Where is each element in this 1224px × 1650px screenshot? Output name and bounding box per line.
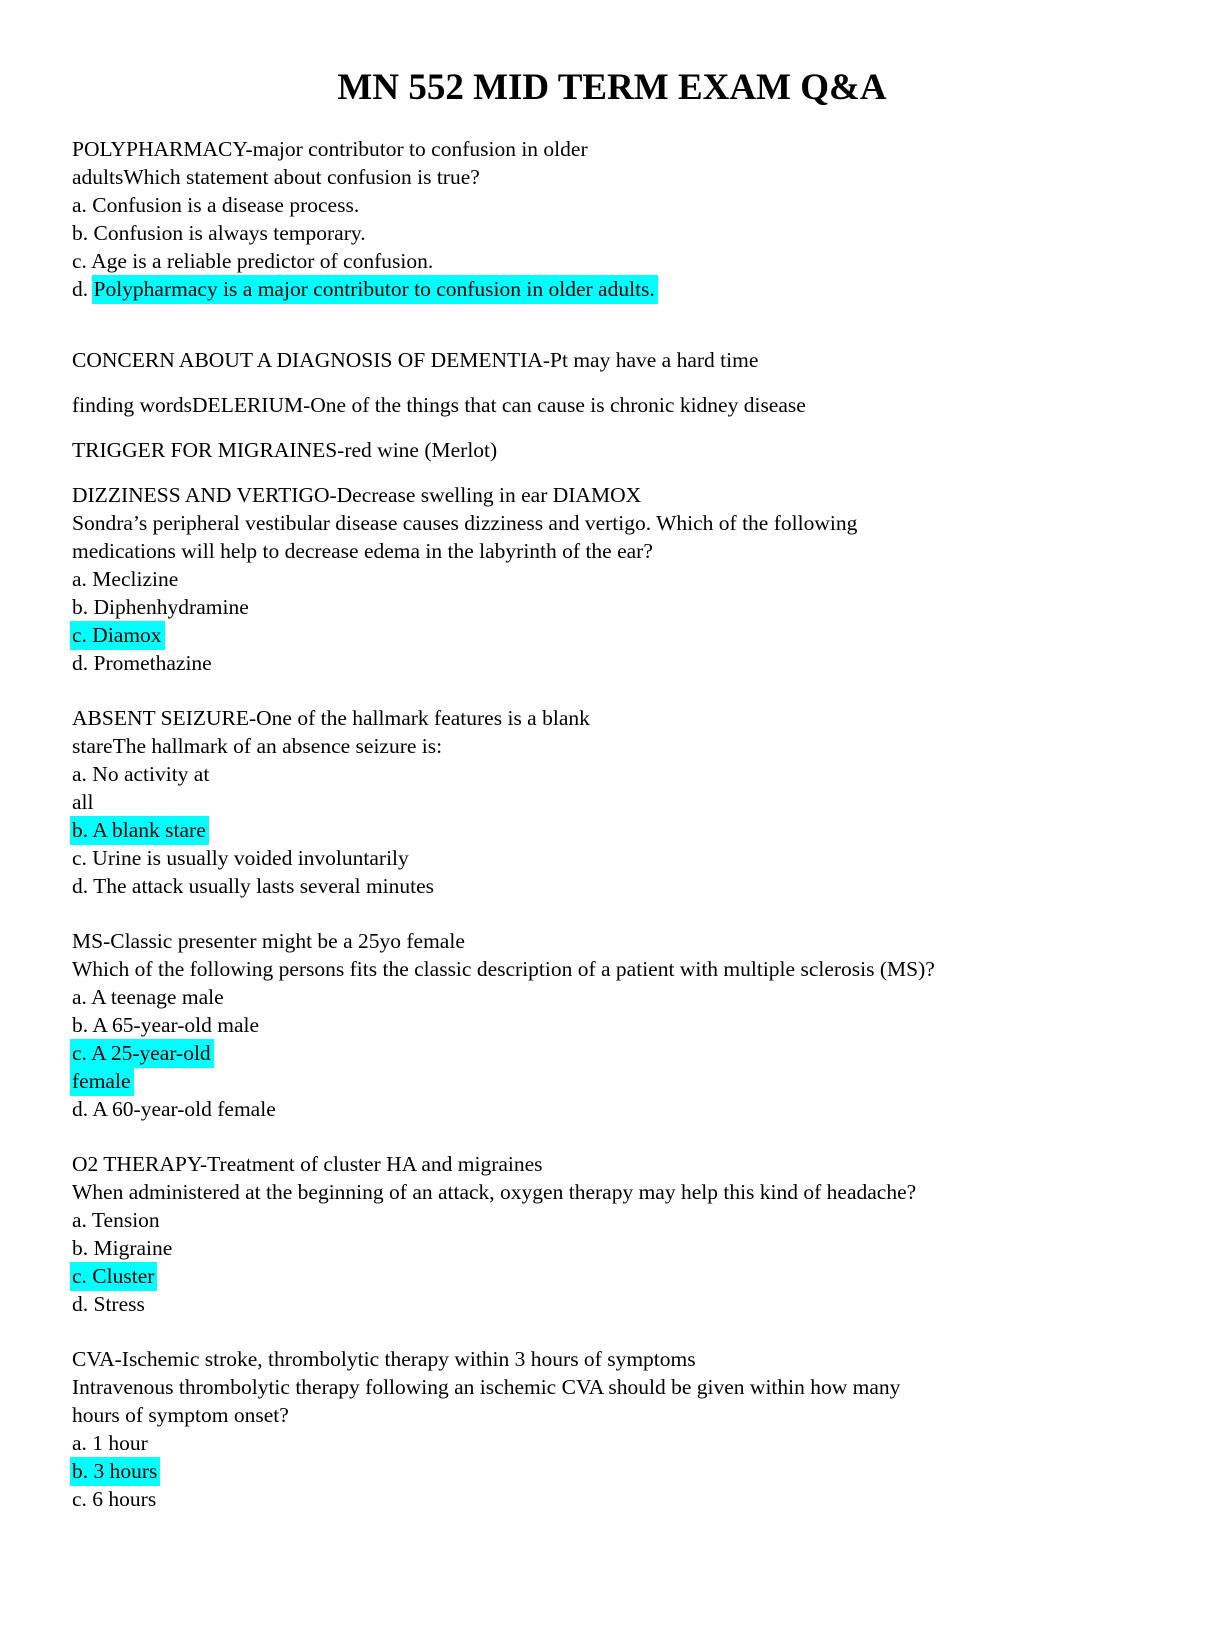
text-line: b. Diphenhydramine [72, 593, 1164, 621]
text-segment: hours of symptom onset? [72, 1403, 289, 1427]
text-line: d. Stress [72, 1290, 1164, 1318]
text-line: all [72, 788, 1164, 816]
text-line: a. Confusion is a disease process. [72, 191, 1164, 219]
text-line: b. 3 hours [70, 1457, 1164, 1486]
question-absence-seizure: ABSENT SEIZURE-One of the hallmark featu… [70, 704, 1164, 900]
text-line: TRIGGER FOR MIGRAINES-red wine (Merlot) [72, 436, 1164, 464]
text-segment: a. 1 hour [72, 1431, 148, 1455]
text-segment: CONCERN ABOUT A DIAGNOSIS OF DEMENTIA-Pt… [72, 348, 759, 372]
text-segment: a. Tension [72, 1208, 160, 1232]
text-segment: DIZZINESS AND VERTIGO-Decrease swelling … [72, 483, 642, 507]
text-line: c. Cluster [70, 1262, 1164, 1291]
question-multiple-sclerosis: MS-Classic presenter might be a 25yo fem… [70, 927, 1164, 1123]
text-line: d. Promethazine [72, 649, 1164, 677]
text-line: b. A blank stare [70, 816, 1164, 845]
text-segment: a. A teenage male [72, 985, 224, 1009]
note-migraine-trigger: TRIGGER FOR MIGRAINES-red wine (Merlot) [72, 436, 1164, 464]
text-line: CONCERN ABOUT A DIAGNOSIS OF DEMENTIA-Pt… [72, 346, 1164, 374]
text-segment: b. Migraine [72, 1236, 173, 1260]
text-segment: a. Meclizine [72, 567, 179, 591]
highlighted-answer: c. A 25-year-old [70, 1039, 214, 1068]
highlighted-answer: c. Cluster [70, 1262, 158, 1291]
text-segment: b. Diphenhydramine [72, 595, 249, 619]
text-segment: Intravenous thrombolytic therapy followi… [72, 1375, 901, 1399]
text-segment: a. No activity at [72, 762, 210, 786]
highlighted-answer: female [70, 1067, 134, 1096]
text-line: c. Age is a reliable predictor of confus… [72, 247, 1164, 275]
text-line: b. Migraine [72, 1234, 1164, 1262]
text-line: b. A 65-year-old male [72, 1011, 1164, 1039]
text-line: stareThe hallmark of an absence seizure … [72, 732, 1164, 760]
text-segment: ABSENT SEIZURE-One of the hallmark featu… [72, 706, 590, 730]
text-line: Intravenous thrombolytic therapy followi… [72, 1373, 1164, 1401]
highlighted-answer: b. A blank stare [70, 816, 209, 845]
text-segment: d. Promethazine [72, 651, 212, 675]
highlighted-answer: c. Diamox [70, 621, 165, 650]
page-title: MN 552 MID TERM EXAM Q&A [337, 67, 887, 108]
text-line: MS-Classic presenter might be a 25yo fem… [72, 927, 1164, 955]
text-segment: POLYPHARMACY-major contributor to confus… [72, 137, 588, 161]
text-line: CVA-Ischemic stroke, thrombolytic therap… [72, 1345, 1164, 1373]
text-segment: d. The attack usually lasts several minu… [72, 874, 435, 898]
text-segment: stareThe hallmark of an absence seizure … [72, 734, 443, 758]
question-cva: CVA-Ischemic stroke, thrombolytic therap… [70, 1345, 1164, 1513]
text-line: d. Polypharmacy is a major contributor t… [72, 275, 1164, 304]
text-line: medications will help to decrease edema … [72, 537, 1164, 565]
text-line: a. No activity at [72, 760, 1164, 788]
question-dizziness-vertigo: DIZZINESS AND VERTIGO-Decrease swelling … [70, 481, 1164, 677]
text-line: c. Diamox [70, 621, 1164, 650]
text-segment: TRIGGER FOR MIGRAINES-red wine (Merlot) [72, 438, 498, 462]
note-delerium: finding wordsDELERIUM-One of the things … [72, 391, 1164, 419]
text-segment: adultsWhich statement about confusion is… [72, 165, 480, 189]
text-segment: d. [72, 277, 94, 301]
note-dementia: CONCERN ABOUT A DIAGNOSIS OF DEMENTIA-Pt… [72, 346, 1164, 374]
highlighted-answer: b. 3 hours [70, 1457, 161, 1486]
text-line: DIZZINESS AND VERTIGO-Decrease swelling … [72, 481, 1164, 509]
text-line: a. A teenage male [72, 983, 1164, 1011]
text-line: a. 1 hour [72, 1429, 1164, 1457]
text-line: d. A 60-year-old female [72, 1095, 1164, 1123]
text-line: a. Tension [72, 1206, 1164, 1234]
text-line: b. Confusion is always temporary. [72, 219, 1164, 247]
text-line: finding wordsDELERIUM-One of the things … [72, 391, 1164, 419]
text-line: d. The attack usually lasts several minu… [72, 872, 1164, 900]
text-line: When administered at the beginning of an… [72, 1178, 1164, 1206]
document-page: MN 552 MID TERM EXAM Q&A POLYPHARMACY-ma… [0, 66, 1224, 1650]
text-segment: d. A 60-year-old female [72, 1097, 276, 1121]
text-segment: c. Urine is usually voided involuntarily [72, 846, 409, 870]
text-line: POLYPHARMACY-major contributor to confus… [72, 135, 1164, 163]
text-line: c. A 25-year-old [70, 1039, 1164, 1068]
text-line: ABSENT SEIZURE-One of the hallmark featu… [72, 704, 1164, 732]
text-segment: O2 THERAPY-Treatment of cluster HA and m… [72, 1152, 543, 1176]
text-line: Which of the following persons fits the … [72, 955, 1164, 983]
document-content: POLYPHARMACY-major contributor to confus… [0, 135, 1224, 1513]
text-segment: medications will help to decrease edema … [72, 539, 653, 563]
text-line: O2 THERAPY-Treatment of cluster HA and m… [72, 1150, 1164, 1178]
text-line: Sondra’s peripheral vestibular disease c… [72, 509, 1164, 537]
question-o2-therapy: O2 THERAPY-Treatment of cluster HA and m… [70, 1150, 1164, 1318]
text-segment: d. Stress [72, 1292, 145, 1316]
text-segment: b. Confusion is always temporary. [72, 221, 366, 245]
text-segment: Sondra’s peripheral vestibular disease c… [72, 511, 858, 535]
text-line: hours of symptom onset? [72, 1401, 1164, 1429]
question-polypharmacy: POLYPHARMACY-major contributor to confus… [72, 135, 1164, 304]
text-segment: When administered at the beginning of an… [72, 1180, 917, 1204]
text-line: c. Urine is usually voided involuntarily [72, 844, 1164, 872]
text-segment: finding wordsDELERIUM-One of the things … [72, 393, 806, 417]
text-line: female [70, 1067, 1164, 1096]
text-line: a. Meclizine [72, 565, 1164, 593]
text-segment: Which of the following persons fits the … [72, 957, 935, 981]
text-line: adultsWhich statement about confusion is… [72, 163, 1164, 191]
text-segment: c. Age is a reliable predictor of confus… [72, 249, 434, 273]
highlighted-answer: Polypharmacy is a major contributor to c… [91, 275, 658, 304]
text-segment: c. 6 hours [72, 1487, 157, 1511]
text-segment: all [72, 790, 94, 814]
text-segment: a. Confusion is a disease process. [72, 193, 360, 217]
text-segment: CVA-Ischemic stroke, thrombolytic therap… [72, 1347, 696, 1371]
text-line: c. 6 hours [72, 1485, 1164, 1513]
text-segment: MS-Classic presenter might be a 25yo fem… [72, 929, 465, 953]
text-segment: b. A 65-year-old male [72, 1013, 260, 1037]
